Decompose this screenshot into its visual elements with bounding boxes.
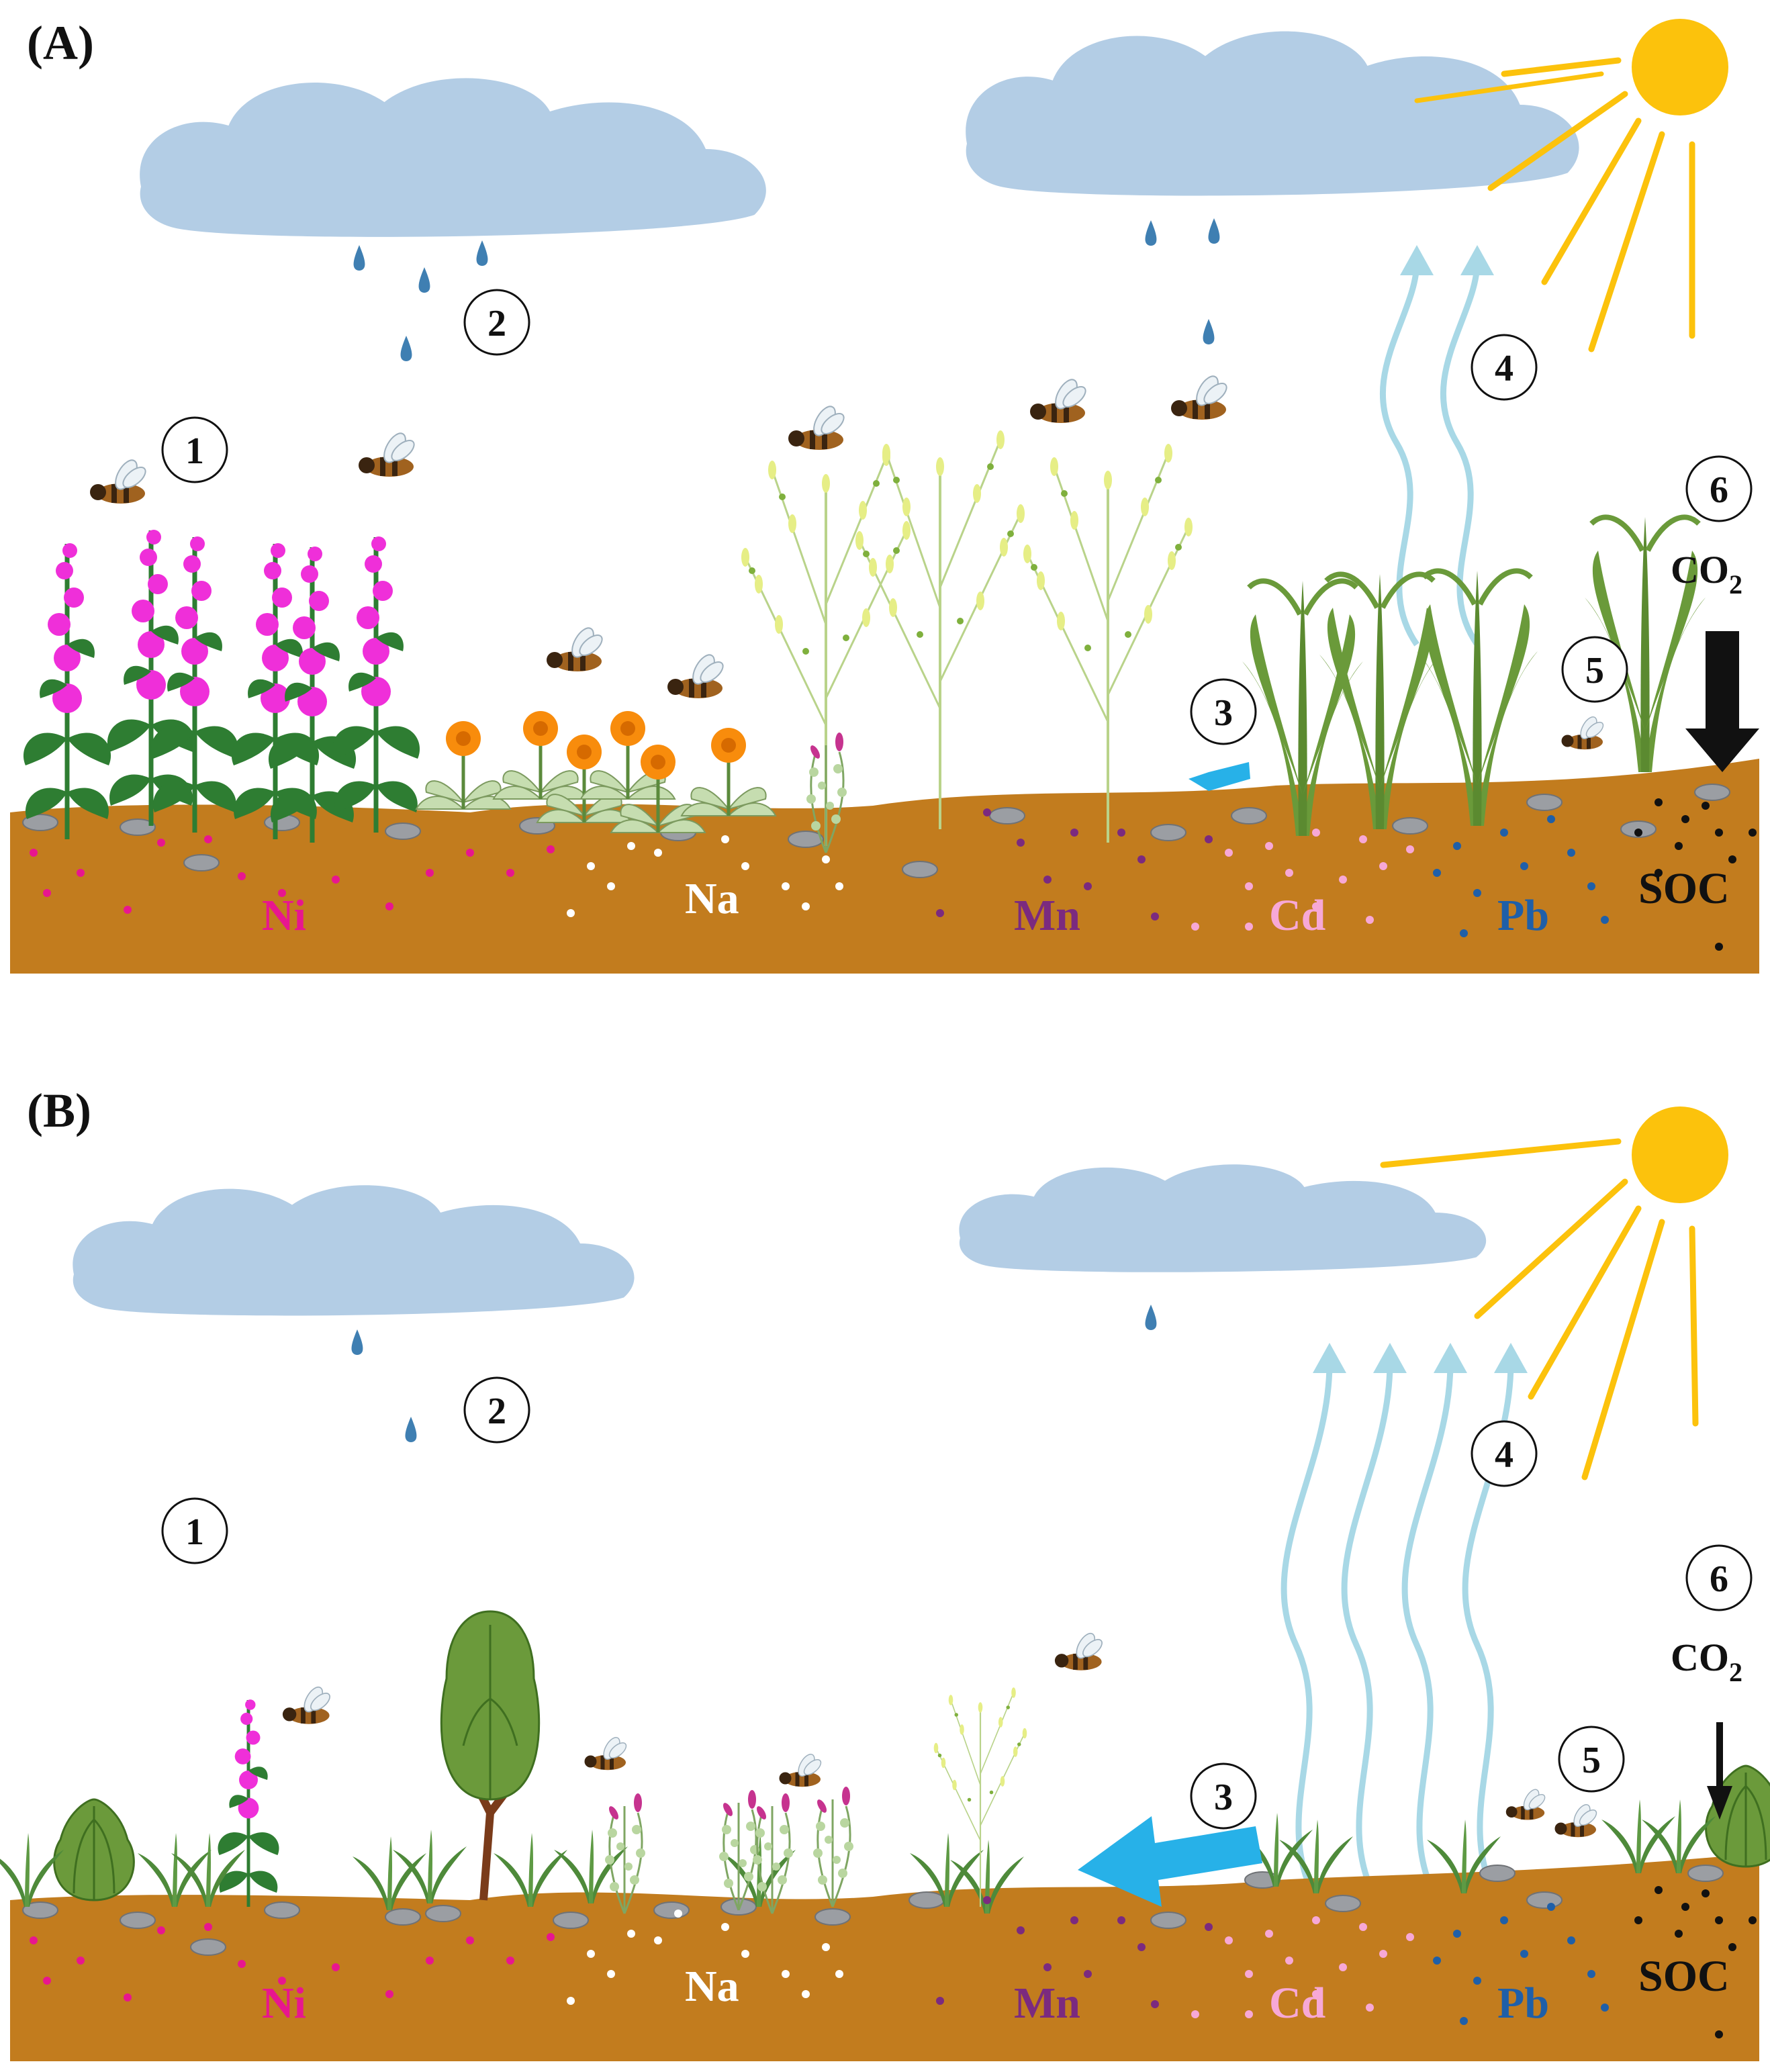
svg-text:6: 6 bbox=[1710, 1558, 1728, 1600]
element-label-na: Na bbox=[685, 874, 739, 923]
co2-arrow bbox=[1685, 631, 1759, 772]
airy-grass-plants bbox=[740, 429, 1194, 847]
panel-b: (B) bbox=[0, 1084, 1770, 2061]
panel-a-label: (A) bbox=[27, 16, 94, 70]
marker-1: 1 bbox=[161, 416, 228, 483]
marker-4: 4 bbox=[1471, 1420, 1538, 1487]
element-label-ni: Ni bbox=[262, 891, 306, 940]
element-label-soc: SOC bbox=[1638, 1952, 1730, 2001]
heat-radiation bbox=[1280, 1343, 1528, 1902]
tree bbox=[440, 1610, 541, 1901]
marker-5: 5 bbox=[1561, 636, 1628, 703]
mallow-plants bbox=[24, 530, 420, 843]
runoff-arrow bbox=[1189, 762, 1250, 791]
svg-text:4: 4 bbox=[1495, 1434, 1513, 1476]
svg-text:5: 5 bbox=[1582, 1740, 1601, 1781]
soil-particles bbox=[30, 1886, 1757, 2038]
cloud bbox=[73, 1185, 635, 1316]
panel-a: (A) bbox=[10, 16, 1759, 974]
element-label-mn: Mn bbox=[1014, 891, 1080, 940]
element-label-pb: Pb bbox=[1497, 891, 1549, 940]
marker-3: 3 bbox=[1190, 678, 1257, 745]
cloud bbox=[140, 78, 766, 237]
svg-text:6: 6 bbox=[1710, 469, 1728, 511]
cloud bbox=[966, 31, 1579, 196]
panel-b-label: (B) bbox=[27, 1084, 91, 1137]
soil-particles bbox=[30, 798, 1757, 951]
sun bbox=[1414, 19, 1728, 352]
element-label-pb: Pb bbox=[1497, 1979, 1549, 2028]
co2-label: CO2 bbox=[1671, 1636, 1742, 1687]
sun bbox=[1380, 1106, 1728, 1480]
marker-5: 5 bbox=[1558, 1726, 1625, 1793]
element-label-ni: Ni bbox=[262, 1979, 306, 2028]
marker-3: 3 bbox=[1190, 1762, 1257, 1830]
svg-text:4: 4 bbox=[1495, 348, 1513, 389]
svg-text:5: 5 bbox=[1585, 650, 1604, 692]
svg-text:2: 2 bbox=[487, 1391, 506, 1432]
marker-6: 6 bbox=[1685, 455, 1753, 522]
svg-text:1: 1 bbox=[185, 430, 204, 472]
element-label-soc: SOC bbox=[1638, 864, 1730, 913]
marker-2: 2 bbox=[463, 289, 530, 356]
marker-2: 2 bbox=[463, 1376, 530, 1444]
svg-text:3: 3 bbox=[1214, 1777, 1233, 1818]
element-label-mn: Mn bbox=[1014, 1979, 1080, 2028]
svg-text:3: 3 bbox=[1214, 692, 1233, 734]
marker-4: 4 bbox=[1471, 334, 1538, 401]
element-label-cd: Cd bbox=[1269, 1979, 1325, 2028]
marker-6: 6 bbox=[1685, 1544, 1753, 1611]
element-label-na: Na bbox=[685, 1962, 739, 2011]
marker-1: 1 bbox=[161, 1497, 228, 1564]
svg-text:1: 1 bbox=[185, 1511, 204, 1553]
runoff-arrow bbox=[1078, 1816, 1262, 1907]
co2-arrow bbox=[1707, 1722, 1732, 1820]
cloud bbox=[959, 1164, 1487, 1272]
svg-text:2: 2 bbox=[487, 303, 506, 344]
co2-label: CO2 bbox=[1671, 548, 1742, 600]
element-label-cd: Cd bbox=[1269, 891, 1325, 940]
soil bbox=[10, 759, 1759, 974]
mallow-plants bbox=[218, 1699, 279, 1907]
